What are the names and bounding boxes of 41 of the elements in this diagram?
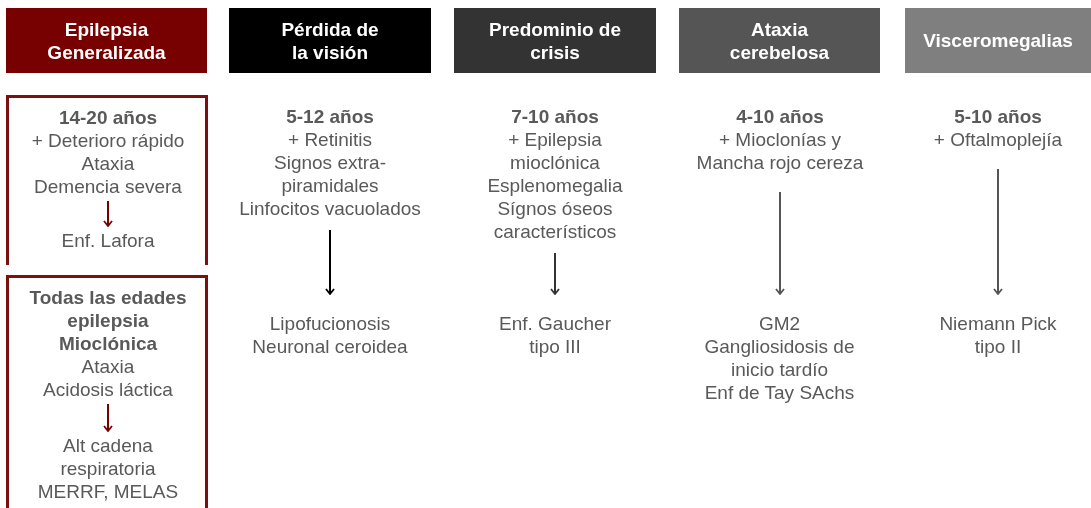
text-line: Alt cadena respiratoria bbox=[59, 434, 157, 480]
text-line: + Deterioro rápido bbox=[30, 129, 186, 152]
text-line: + Oftalmoplejía bbox=[932, 128, 1064, 151]
text-line: Niemann Pick tipo II bbox=[938, 312, 1058, 358]
category-header: Visceromegalias bbox=[905, 8, 1091, 73]
category-header: Predominio de crisis bbox=[454, 8, 656, 73]
text-line: Ataxia bbox=[80, 152, 136, 175]
category-header: Ataxia cerebelosa bbox=[679, 8, 880, 73]
text-line: Demencia severa bbox=[33, 175, 183, 198]
age-heading: 7-10 años bbox=[510, 105, 600, 128]
text-line: + Retinitis bbox=[287, 128, 373, 151]
text-line: + Mioclonías y Mancha rojo cereza bbox=[695, 128, 865, 174]
text-line: + Epilepsia mioclónica bbox=[507, 128, 603, 174]
text-line: Gangliosidosis de inicio tardío bbox=[703, 335, 856, 381]
category-header: Pérdida de la visión bbox=[229, 8, 431, 73]
text-line: Enf. Gaucher tipo III bbox=[498, 312, 612, 358]
age-heading: 5-12 años bbox=[285, 105, 375, 128]
age-heading: 5-10 años bbox=[953, 105, 1043, 128]
text-line: GM2 bbox=[757, 312, 802, 335]
age-heading: 4-10 años bbox=[735, 105, 825, 128]
text-line: Ataxia bbox=[80, 355, 136, 378]
text-line: Acidosis láctica bbox=[42, 378, 174, 401]
text-line: MERRF, MELAS bbox=[36, 480, 180, 503]
text-line: Enf de Tay SAchs bbox=[703, 381, 856, 404]
text-line: Esplenomegalia bbox=[486, 174, 624, 197]
arrow bbox=[993, 168, 1003, 295]
category-header: Epilepsia Generalizada bbox=[6, 8, 207, 73]
text-line: Enf. Lafora bbox=[60, 229, 156, 252]
text-line: Linfocitos vacuolados bbox=[238, 197, 422, 220]
arrow bbox=[550, 252, 560, 295]
arrow bbox=[103, 403, 113, 432]
text-line: Lipofucionosis Neuronal ceroidea bbox=[251, 312, 409, 358]
arrow bbox=[325, 229, 335, 295]
text-line: Signos extra- piramidales bbox=[273, 151, 387, 197]
text-line: Sígnos óseos característicos bbox=[492, 197, 618, 243]
arrow bbox=[775, 191, 785, 295]
arrow bbox=[103, 200, 113, 227]
age-heading: Todas las edades epilepsia Mioclónica bbox=[28, 286, 188, 355]
group-box bbox=[6, 275, 208, 508]
group-box bbox=[6, 95, 208, 265]
age-heading: 14-20 años bbox=[57, 106, 159, 129]
